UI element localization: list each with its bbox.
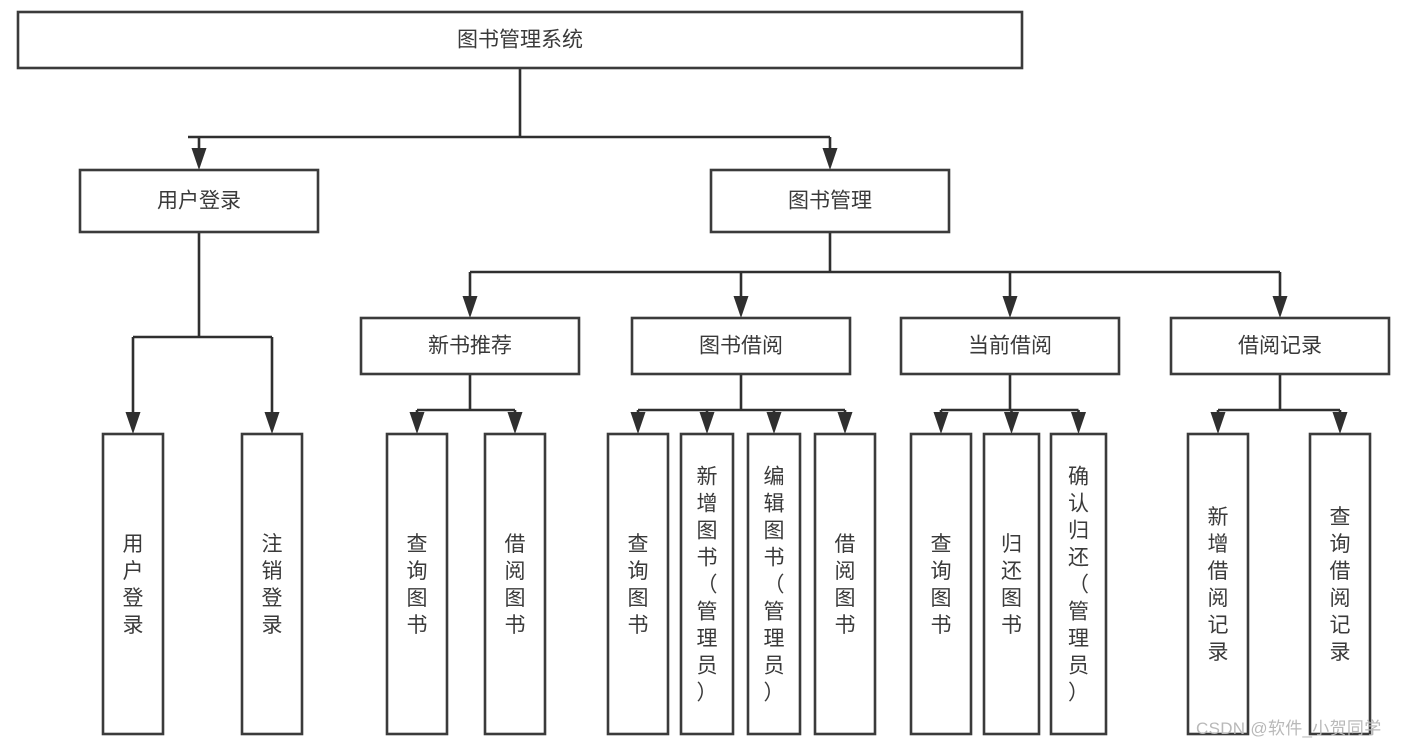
root-to-book-manage-arrowhead xyxy=(822,148,838,170)
node-box-current-borrow[interactable] xyxy=(899,316,1121,376)
node-box-borrow-record[interactable] xyxy=(1169,316,1391,376)
node-box-leaf-user-login[interactable] xyxy=(101,432,165,736)
bookmanage-to-book-borrow-arrowhead xyxy=(733,296,749,318)
node-leaf-return-book[interactable]: 归还图书 xyxy=(982,432,1041,736)
new-book-recommend-to-leaf-borrow-book-1-arrowhead xyxy=(507,412,523,434)
node-label-leaf-query-book-1: 查询图书 xyxy=(407,533,428,637)
node-label-leaf-add-borrow-record: 新增借阅记录 xyxy=(1208,506,1229,664)
node-box-leaf-add-borrow-record[interactable] xyxy=(1186,432,1250,736)
node-label-leaf-return-book: 归还图书 xyxy=(1001,533,1022,637)
node-leaf-add-borrow-record[interactable]: 新增借阅记录 xyxy=(1186,432,1250,736)
node-label-leaf-logout: 注销登录 xyxy=(262,533,283,637)
node-label-leaf-add-book: 新增图书（管理员） xyxy=(697,466,718,705)
node-user-login[interactable]: 用户登录 xyxy=(78,168,320,234)
node-label-leaf-query-book-3: 查询图书 xyxy=(931,533,952,637)
node-label-leaf-user-login: 用户登录 xyxy=(123,533,144,637)
node-box-root[interactable] xyxy=(16,10,1024,70)
node-box-leaf-borrow-book-1[interactable] xyxy=(483,432,547,736)
node-box-leaf-borrow-book-2[interactable] xyxy=(813,432,877,736)
node-box-leaf-edit-book[interactable] xyxy=(746,432,802,736)
node-leaf-query-book-2[interactable]: 查询图书 xyxy=(606,432,670,736)
node-leaf-query-borrow-record[interactable]: 查询借阅记录 xyxy=(1308,432,1372,736)
node-box-user-login[interactable] xyxy=(78,168,320,234)
node-box-leaf-query-book-3[interactable] xyxy=(909,432,973,736)
node-box-leaf-query-borrow-record[interactable] xyxy=(1308,432,1372,736)
csdn-watermark: CSDN @软件_小贺同学 xyxy=(1196,719,1382,738)
node-box-new-book-recommend[interactable] xyxy=(359,316,581,376)
node-leaf-query-book-3[interactable]: 查询图书 xyxy=(909,432,973,736)
borrow-record-to-leaf-add-borrow-record-arrowhead xyxy=(1210,412,1226,434)
book-borrow-to-leaf-edit-book-arrowhead xyxy=(766,412,782,434)
userlogin-to-leaf-logout-arrowhead xyxy=(264,412,280,434)
node-box-leaf-confirm-return[interactable] xyxy=(1049,432,1108,736)
current-borrow-to-leaf-query-book-3-arrowhead xyxy=(933,412,949,434)
node-label-leaf-query-book-2: 查询图书 xyxy=(628,533,649,637)
node-leaf-borrow-book-1[interactable]: 借阅图书 xyxy=(483,432,547,736)
node-leaf-user-login[interactable]: 用户登录 xyxy=(101,432,165,736)
node-label-new-book-recommend: 新书推荐 xyxy=(428,335,512,358)
node-label-borrow-record: 借阅记录 xyxy=(1238,335,1322,358)
node-leaf-logout[interactable]: 注销登录 xyxy=(240,432,304,736)
node-box-leaf-query-book-1[interactable] xyxy=(385,432,449,736)
node-new-book-recommend[interactable]: 新书推荐 xyxy=(359,316,581,376)
node-borrow-record[interactable]: 借阅记录 xyxy=(1169,316,1391,376)
userlogin-to-leaf-user-login-arrowhead xyxy=(125,412,141,434)
node-leaf-borrow-book-2[interactable]: 借阅图书 xyxy=(813,432,877,736)
node-box-leaf-query-book-2[interactable] xyxy=(606,432,670,736)
node-leaf-confirm-return[interactable]: 确认归还（管理员） xyxy=(1049,432,1108,736)
book-borrow-to-leaf-query-book-2-arrowhead xyxy=(630,412,646,434)
borrow-record-to-leaf-query-borrow-record-arrowhead xyxy=(1332,412,1348,434)
node-current-borrow[interactable]: 当前借阅 xyxy=(899,316,1121,376)
node-box-leaf-return-book[interactable] xyxy=(982,432,1041,736)
node-box-book-manage[interactable] xyxy=(709,168,951,234)
node-box-book-borrow[interactable] xyxy=(630,316,852,376)
node-leaf-edit-book[interactable]: 编辑图书（管理员） xyxy=(746,432,802,736)
node-label-current-borrow: 当前借阅 xyxy=(968,335,1052,358)
node-book-borrow[interactable]: 图书借阅 xyxy=(630,316,852,376)
connector-layer xyxy=(125,68,1348,434)
node-label-leaf-query-borrow-record: 查询借阅记录 xyxy=(1330,506,1351,664)
bookmanage-to-borrow-record-arrowhead xyxy=(1272,296,1288,318)
book-borrow-to-leaf-add-book-arrowhead xyxy=(699,412,715,434)
current-borrow-to-leaf-confirm-return-arrowhead xyxy=(1071,412,1086,434)
node-label-book-borrow: 图书借阅 xyxy=(699,335,783,358)
new-book-recommend-to-leaf-query-book-1-arrowhead xyxy=(409,412,425,434)
current-borrow-to-leaf-return-book-arrowhead xyxy=(1004,412,1019,434)
node-label-book-manage: 图书管理 xyxy=(788,190,872,213)
node-root[interactable]: 图书管理系统 xyxy=(16,10,1024,70)
bookmanage-to-current-borrow-arrowhead xyxy=(1002,296,1018,318)
book-borrow-to-leaf-borrow-book-2-arrowhead xyxy=(837,412,853,434)
node-box-leaf-add-book[interactable] xyxy=(679,432,735,736)
node-layer: 图书管理系统用户登录图书管理新书推荐图书借阅当前借阅借阅记录用户登录注销登录查询… xyxy=(16,10,1391,736)
node-label-user-login: 用户登录 xyxy=(157,190,241,213)
node-box-leaf-logout[interactable] xyxy=(240,432,304,736)
node-label-leaf-borrow-book-1: 借阅图书 xyxy=(505,533,526,637)
node-leaf-query-book-1[interactable]: 查询图书 xyxy=(385,432,449,736)
node-book-manage[interactable]: 图书管理 xyxy=(709,168,951,234)
node-label-leaf-confirm-return: 确认归还（管理员） xyxy=(1068,466,1089,705)
node-label-leaf-borrow-book-2: 借阅图书 xyxy=(835,533,856,637)
node-leaf-add-book[interactable]: 新增图书（管理员） xyxy=(679,432,735,736)
node-label-leaf-edit-book: 编辑图书（管理员） xyxy=(764,466,785,705)
bookmanage-to-new-book-recommend-arrowhead xyxy=(462,296,478,318)
node-label-root: 图书管理系统 xyxy=(457,29,583,52)
root-to-user-login-arrowhead xyxy=(191,148,207,170)
